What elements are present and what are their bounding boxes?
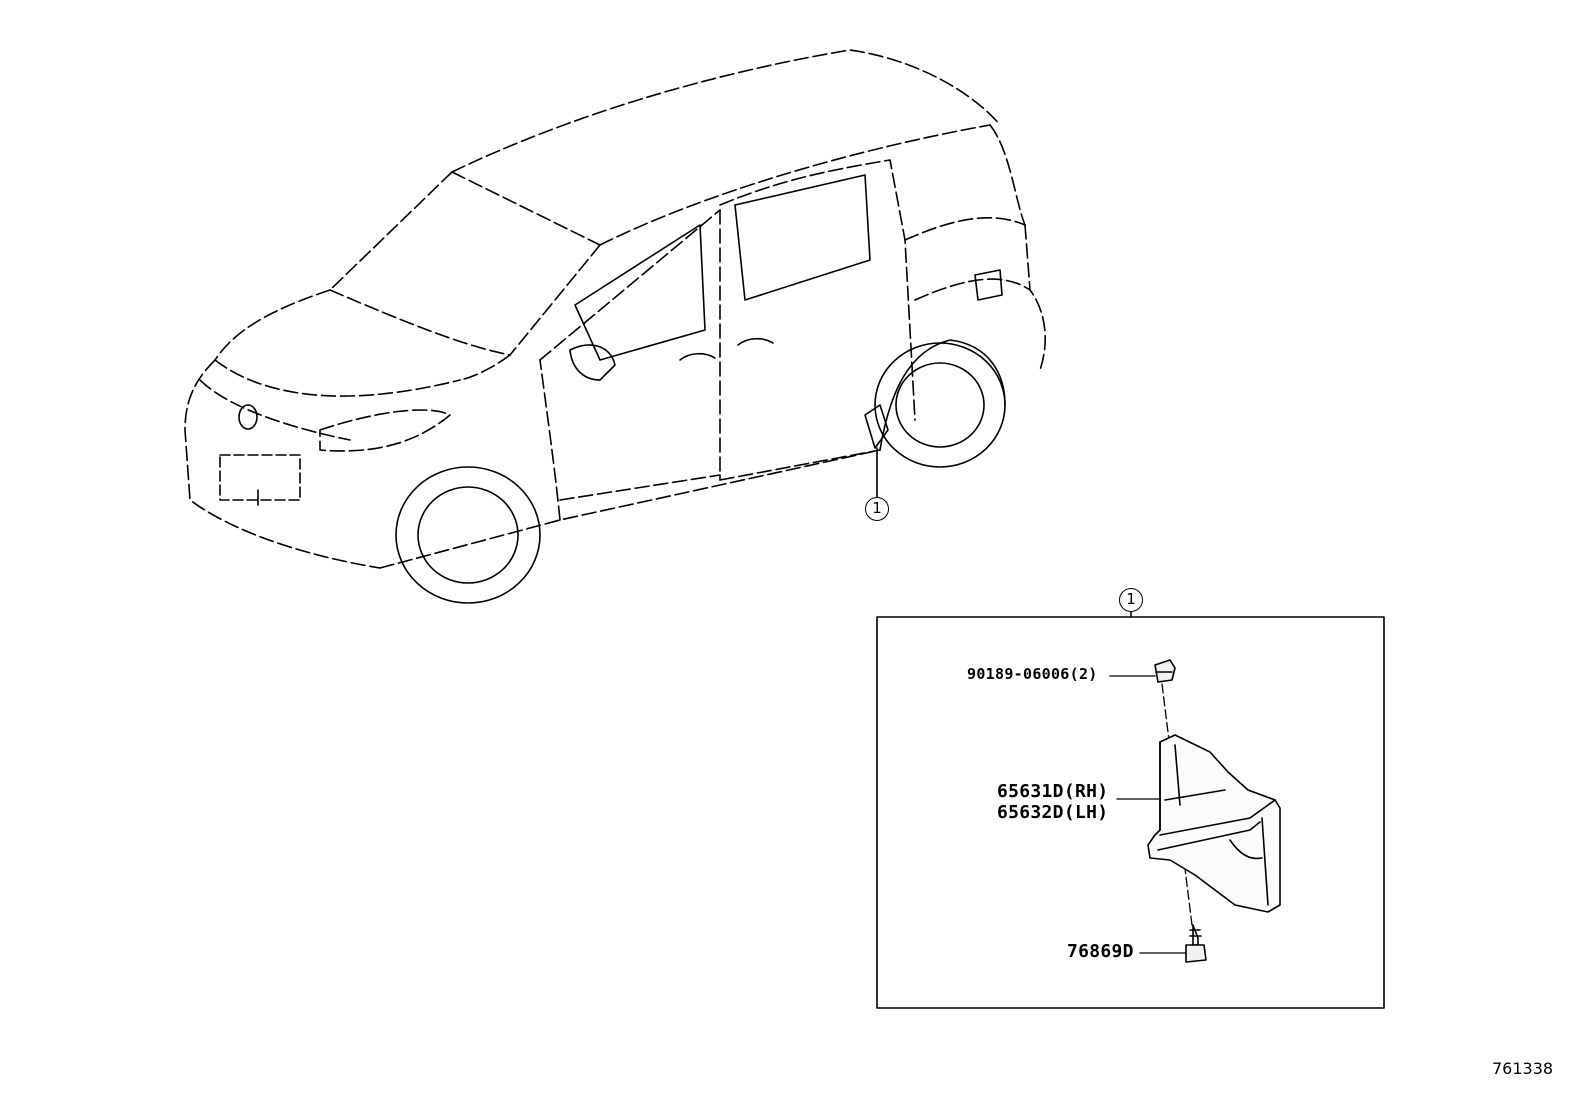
part-label-mudguard-lh: 65632D(LH) (997, 802, 1109, 823)
vehicle-callout-number: 1 (872, 499, 882, 517)
rear-wheel-arch (879, 339, 1006, 451)
detail-callout-badge: 1 (1119, 588, 1143, 612)
vehicle-callout-badge: 1 (865, 497, 889, 521)
figure-id: 761338 (1492, 1059, 1554, 1078)
rear-wheel (874, 342, 1006, 468)
vehicle-windows (574, 174, 1003, 361)
leader-lines (1109, 675, 1189, 954)
mudguard-part (1147, 734, 1281, 913)
detail-callout-number: 1 (1126, 590, 1136, 608)
part-label-screw: 76869D (1067, 941, 1134, 962)
screw-part (1185, 924, 1207, 963)
front-wheel (395, 466, 541, 604)
vehicle-mudguard-pointer (864, 404, 889, 498)
part-label-mudguard-rh: 65631D(RH) (997, 781, 1109, 802)
clip-part (1154, 659, 1176, 683)
vehicle-front-details (219, 337, 774, 506)
part-label-clip: 90189-06006(2) (967, 665, 1098, 683)
vehicle-body (184, 49, 1046, 569)
